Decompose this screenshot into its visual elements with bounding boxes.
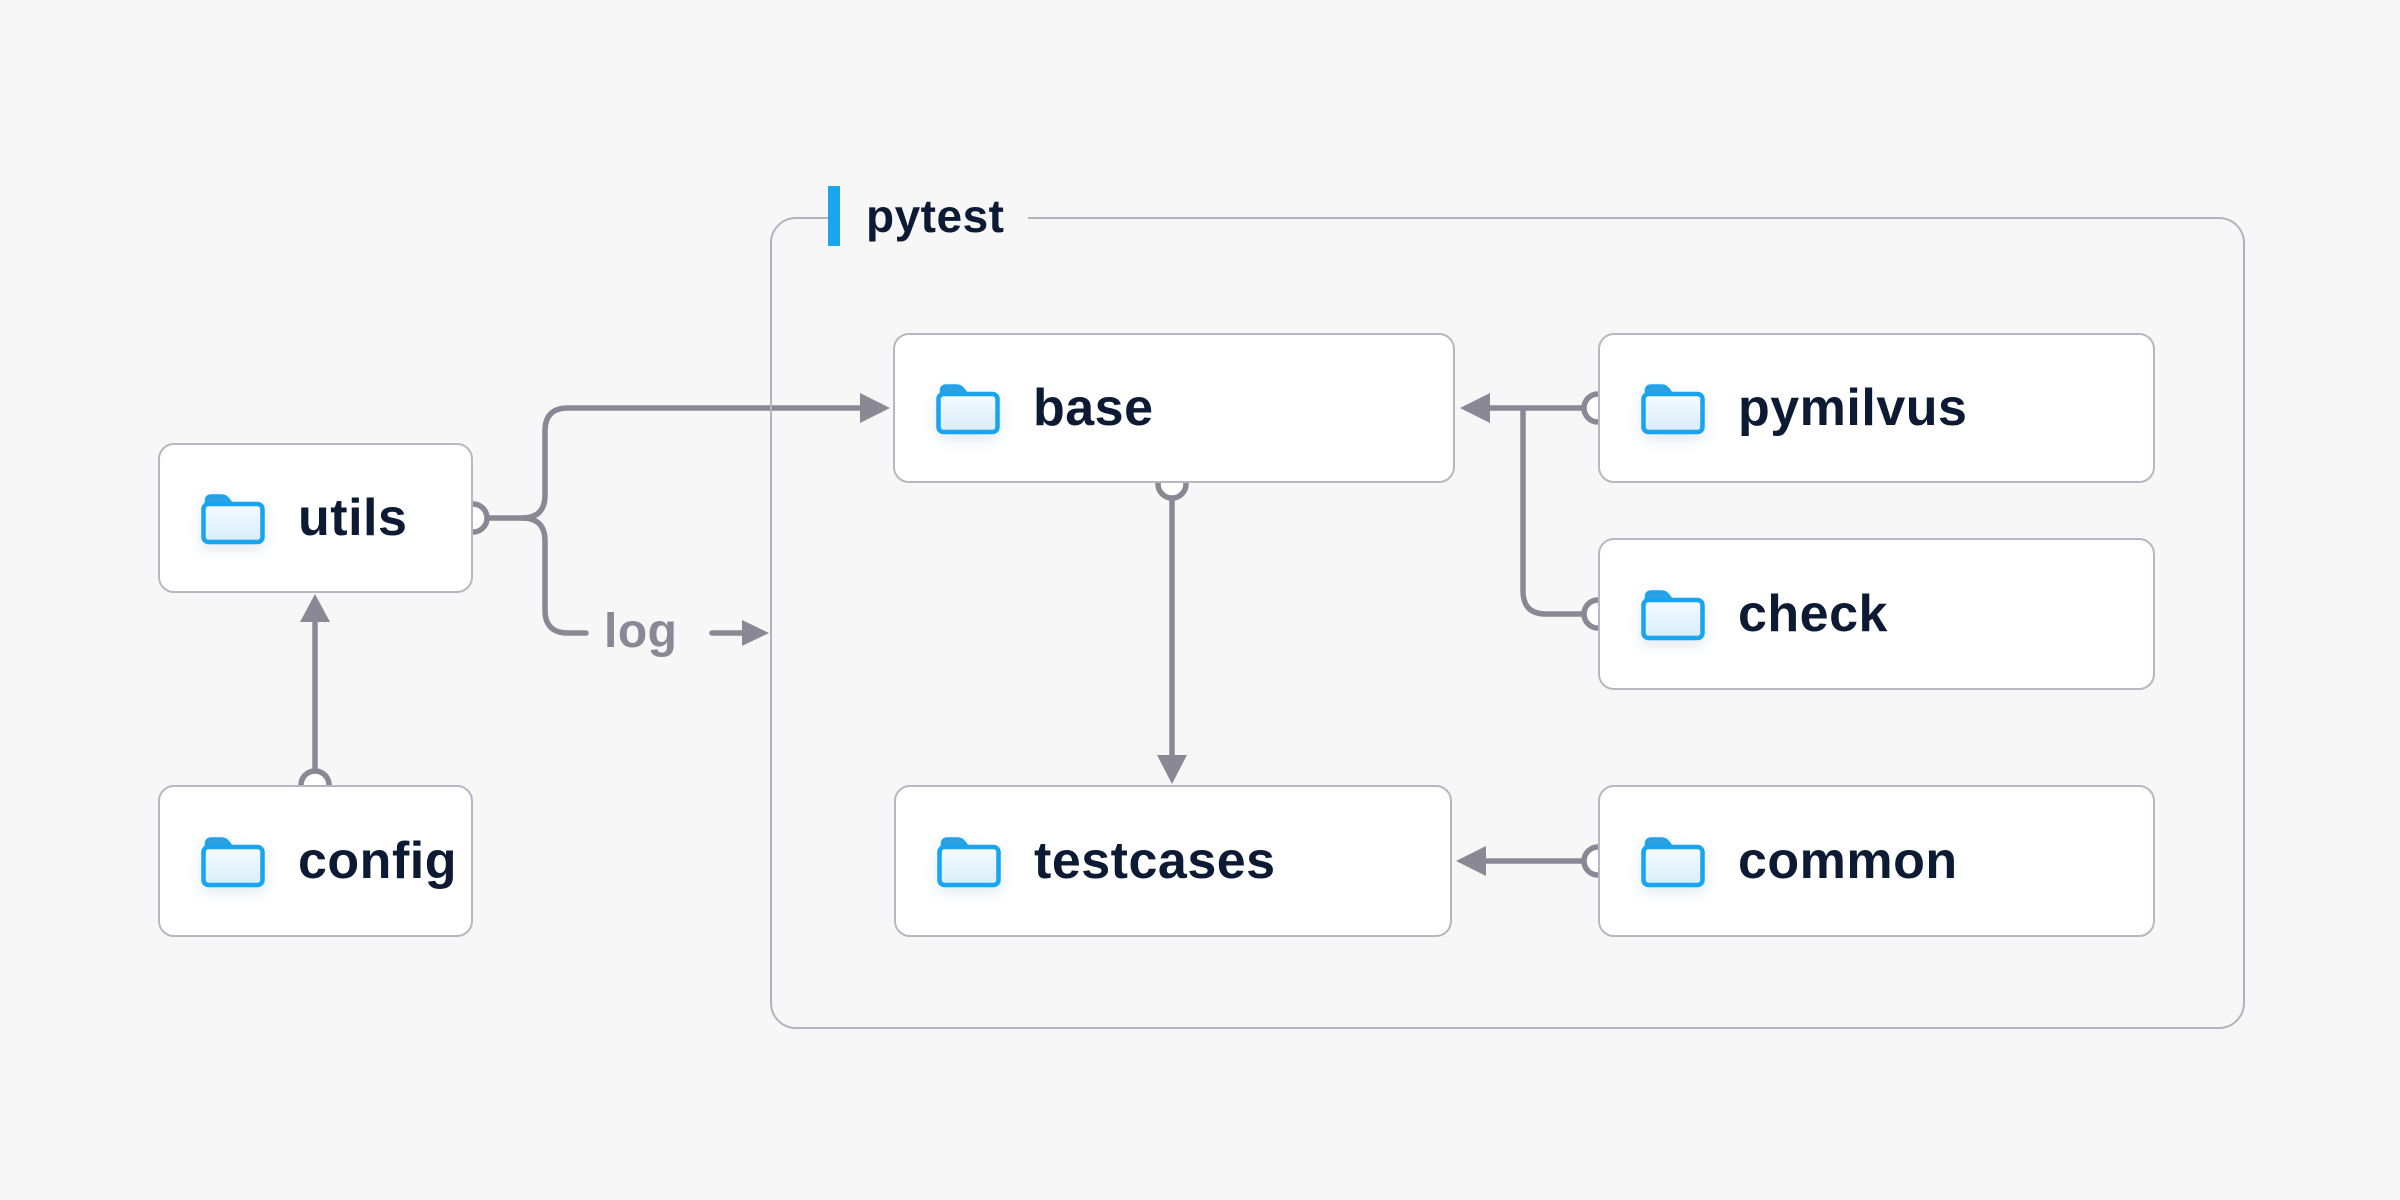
node-label: testcases xyxy=(1034,832,1276,890)
edge-label-log: log xyxy=(604,605,678,658)
folder-icon xyxy=(1640,834,1706,888)
folder-icon xyxy=(200,491,266,545)
node-common: common xyxy=(1598,785,2155,937)
arrowhead-utils-bottom xyxy=(300,594,330,622)
folder-icon xyxy=(935,381,1001,435)
folder-icon xyxy=(1640,587,1706,641)
pytest-group-label: pytest xyxy=(828,186,1029,246)
node-label: config xyxy=(298,832,457,890)
node-testcases: testcases xyxy=(894,785,1452,937)
node-label: check xyxy=(1738,585,1888,643)
node-label: common xyxy=(1738,832,1958,890)
node-base: base xyxy=(893,333,1455,483)
accent-bar xyxy=(828,186,840,246)
node-label: utils xyxy=(298,489,408,547)
folder-icon xyxy=(936,834,1002,888)
folder-icon xyxy=(1640,381,1706,435)
group-title: pytest xyxy=(866,190,1005,242)
node-label: pymilvus xyxy=(1738,379,1968,437)
folder-icon xyxy=(200,834,266,888)
node-label: base xyxy=(1033,379,1154,437)
node-check: check xyxy=(1598,538,2155,690)
node-pymilvus: pymilvus xyxy=(1598,333,2155,483)
node-utils: utils xyxy=(158,443,473,593)
arrowhead-log xyxy=(742,620,769,646)
node-config: config xyxy=(158,785,473,937)
pytest-group-container xyxy=(770,217,2245,1029)
